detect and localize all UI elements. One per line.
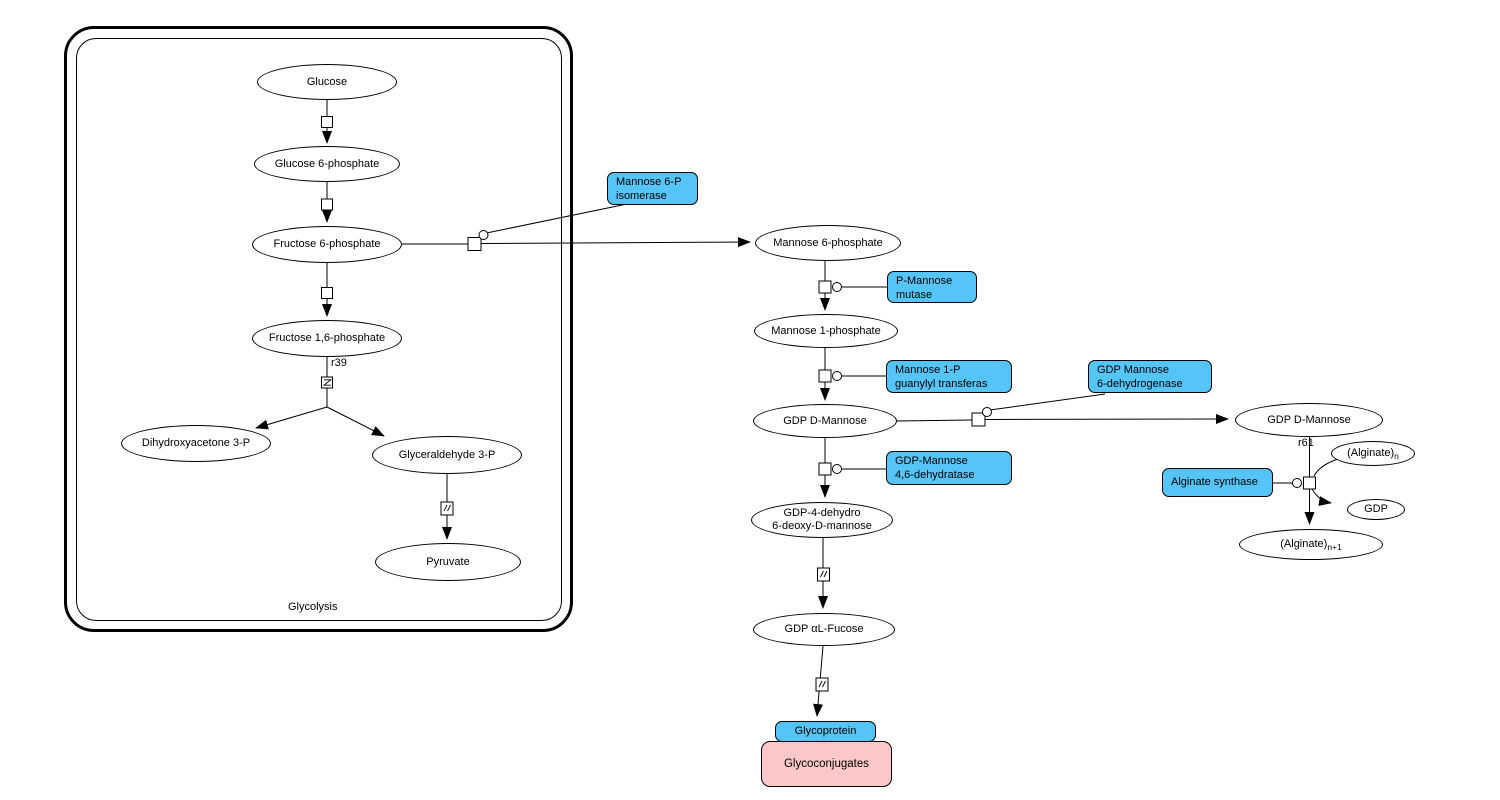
species-gdp-4-dehydro-6-deoxy-d-mannose[interactable]: GDP-4-dehydro 6-deoxy-D-mannose — [751, 502, 893, 538]
reaction-f6p-to-f16p[interactable] — [321, 263, 333, 317]
catalysis-mannose-6p-isomerase — [486, 203, 628, 234]
reaction-glucose-to-g6p[interactable] — [321, 100, 333, 144]
reaction-fucose-to-glycoprotein[interactable] — [813, 645, 829, 717]
uncertain-process-glyph — [322, 379, 333, 386]
reaction-gdpmannose-to-dehydro[interactable] — [818, 438, 886, 498]
species-fructose-6-phosphate[interactable]: Fructose 6-phosphate — [252, 226, 402, 263]
glycolysis-compartment-label: Glycolysis — [288, 601, 338, 613]
reaction-gdpmannose-to-gdpmannose-right[interactable] — [896, 393, 1229, 427]
species-gdp[interactable]: GDP — [1347, 499, 1405, 520]
enzyme-gdp-mannose-46-dehydratase[interactable]: GDP-Mannose 4,6-dehydratase — [886, 451, 1012, 485]
species-mannose-1-phosphate[interactable]: Mannose 1-phosphate — [754, 314, 898, 348]
reaction-ga3p-to-pyruvate[interactable] — [440, 474, 454, 540]
species-alginate-n-plus-1[interactable]: (Alginate)n+1 — [1239, 529, 1383, 560]
reactant-alginate-n-curve — [1313, 458, 1339, 477]
catalysis-gdp-mannose-6-dehydrogenase — [989, 393, 1106, 411]
reaction-dehydro-to-fucose[interactable] — [817, 538, 830, 609]
enzyme-mannose-6p-isomerase[interactable]: Mannose 6-P isomerase — [607, 172, 698, 205]
glycolysis-compartment-inner-border — [76, 38, 562, 621]
species-mannose-6-phosphate[interactable]: Mannose 6-phosphate — [755, 225, 901, 261]
reaction-r39[interactable] — [255, 357, 385, 437]
reaction-r61-alginate[interactable] — [1273, 437, 1339, 525]
species-gdp-d-mannose-right[interactable]: GDP D-Mannose — [1235, 403, 1383, 437]
species-gdp-al-fucose[interactable]: GDP αL-Fucose — [753, 613, 895, 646]
enzyme-mannose-1p-guanylyl-transferase[interactable]: Mannose 1-P guanylyl transferas — [886, 360, 1012, 393]
enzyme-p-mannose-mutase[interactable]: P-Mannose mutase — [887, 271, 977, 303]
species-gdp-d-mannose[interactable]: GDP D-Mannose — [753, 404, 897, 438]
enzyme-alginate-synthase[interactable]: Alginate synthase — [1162, 468, 1273, 497]
species-glucose[interactable]: Glucose — [257, 64, 397, 100]
species-glyceraldehyde-3-p[interactable]: Glyceraldehyde 3-P — [372, 436, 522, 474]
species-fructose-1-6-phosphate[interactable]: Fructose 1,6-phosphate — [252, 320, 402, 357]
reaction-m1p-to-gdpmannose[interactable] — [818, 348, 886, 401]
species-pyruvate[interactable]: Pyruvate — [375, 543, 521, 581]
species-glucose-6-phosphate[interactable]: Glucose 6-phosphate — [254, 146, 400, 182]
reaction-label-r39: r39 — [331, 357, 347, 369]
enzyme-gdp-mannose-6-dehydrogenase[interactable]: GDP Mannose 6-dehydrogenase — [1088, 360, 1212, 393]
glycolysis-compartment-outer-border[interactable] — [64, 26, 573, 632]
enzyme-glycoprotein[interactable]: Glycoprotein — [775, 721, 876, 742]
product-gdp-curve — [1311, 488, 1332, 506]
reaction-g6p-to-f6p[interactable] — [321, 182, 333, 223]
reaction-label-r61: r61 — [1298, 437, 1314, 449]
species-alginate-n[interactable]: (Alginate)n — [1331, 441, 1415, 466]
reaction-m6p-to-m1p[interactable] — [818, 261, 887, 311]
species-dihydroxyacetone-3-p[interactable]: Dihydroxyacetone 3-P — [121, 425, 271, 462]
reaction-f6p-to-m6p[interactable] — [402, 203, 751, 251]
product-glycoconjugates[interactable]: Glycoconjugates — [761, 741, 892, 787]
